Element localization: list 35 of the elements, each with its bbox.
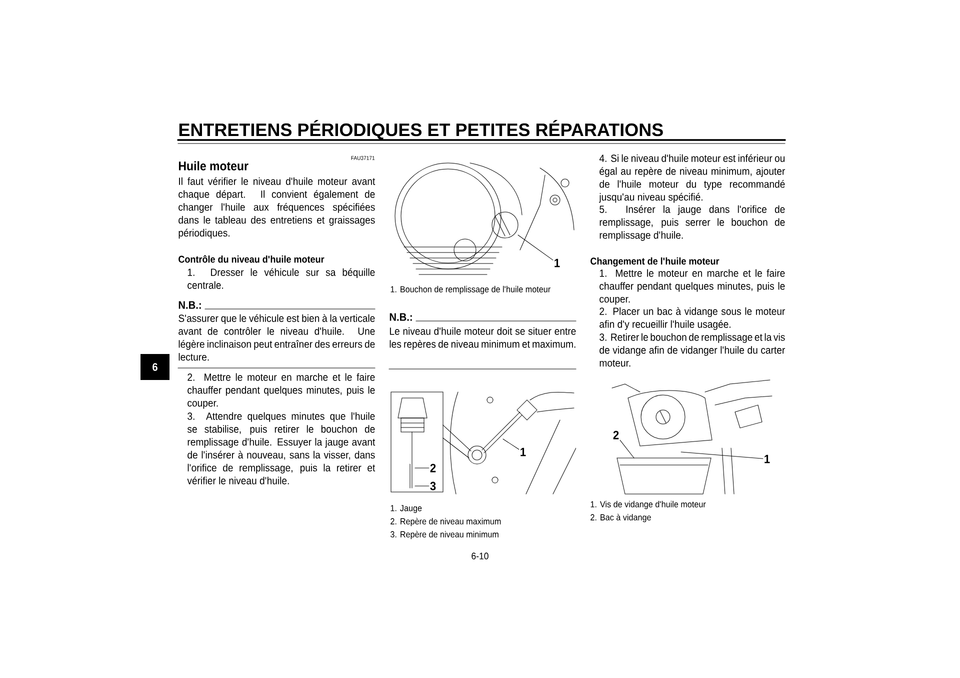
note-label: N.B.:: [178, 301, 201, 309]
section-heading: Huile moteur: [178, 161, 248, 170]
page-tab: 6: [140, 354, 170, 380]
subheading: Contrôle du niveau d'huile moteur: [178, 255, 324, 263]
list-item: 1. Mettre le moteur en marche et le faire chauffer pendant quelques minutes, puis le couper.: [600, 269, 785, 305]
leader-line: [518, 234, 554, 260]
callout-number: 1: [520, 448, 526, 456]
figure-caption: 1. Jauge: [390, 505, 422, 513]
figure-caption: 2. Bac à vidange: [590, 514, 651, 522]
page-title: ENTRETIENS PÉRIODIQUES ET PETITES RÉPARATIONS: [179, 120, 663, 140]
figure-caption: 1. Vis de vidange d'huile moteur: [590, 500, 706, 510]
list-item: 2. Mettre le moteur en marche et le faire chauffer pendant quelques minutes, puis le couper.: [188, 373, 375, 409]
figure-caption: 3. Repère de niveau minimum: [390, 530, 498, 540]
subheading: Changement de l'huile moteur: [590, 257, 720, 267]
list-item: 5. Insérer la jauge dans l'orifice de remplissage, puis serrer le bouchon de remplissage d'huile.: [600, 205, 785, 241]
callout-number: 2: [430, 464, 436, 472]
figure-caption: 2. Repère de niveau maximum: [390, 518, 501, 526]
leader-line: [502, 438, 520, 450]
paragraph: S'assurer que le véhicule est bien à la verticale avant de contrôler le niveau d'huile. Une légère inclinaison peut entraîner des erreurs de lecture.: [178, 314, 375, 361]
figure-caption: 1. Bouchon de remplissage de l'huile moteur: [390, 286, 550, 294]
list-item: 2. Placer un bac à vidange sous le moteur afin d'y recueillir l'huile usagée.: [600, 307, 785, 330]
leader-line: [680, 452, 764, 459]
paragraph: Il faut vérifier le niveau d'huile moteur avant chaque départ. Il convient également de changer l'huile aux fréquences spécifiées dans le tableau des entretiens et graissages périodiques.: [178, 177, 376, 239]
note-label: N.B.:: [390, 313, 412, 321]
page-number: 6-10: [472, 552, 488, 560]
callout-number: 1: [764, 454, 770, 464]
leader-line: [620, 440, 634, 458]
list-item: 1. Dresser le véhicule sur sa béquille centrale.: [188, 268, 375, 289]
paragraph: Le niveau d'huile moteur doit se situer entre les repères de niveau minimum et maximum.: [390, 327, 576, 350]
callout-number: 3: [430, 482, 436, 490]
list-item: 3. Attendre quelques minutes que l'huile se stabilise, puis retirer le bouchon de remplissage d'huile. Essuyer la jauge avant de l'insérer à nouveau, sans la visser, dans l'orifice de remplissage, puis la retirer et vérifier le niveau d'huile.: [187, 412, 376, 484]
list-item: 3. Retirer le bouchon de remplissage et la vis de vidange afin de vidanger l'huile du carter moteur.: [600, 333, 785, 367]
list-item: 4. Si le niveau d'huile moteur est inférieur ou égal au repère de niveau minimum, ajouter de l'huile moteur du type recommandé jusqu'au niveau spécifié.: [598, 154, 785, 203]
callout-number: 1: [554, 258, 560, 268]
callout-number: 2: [613, 430, 619, 440]
